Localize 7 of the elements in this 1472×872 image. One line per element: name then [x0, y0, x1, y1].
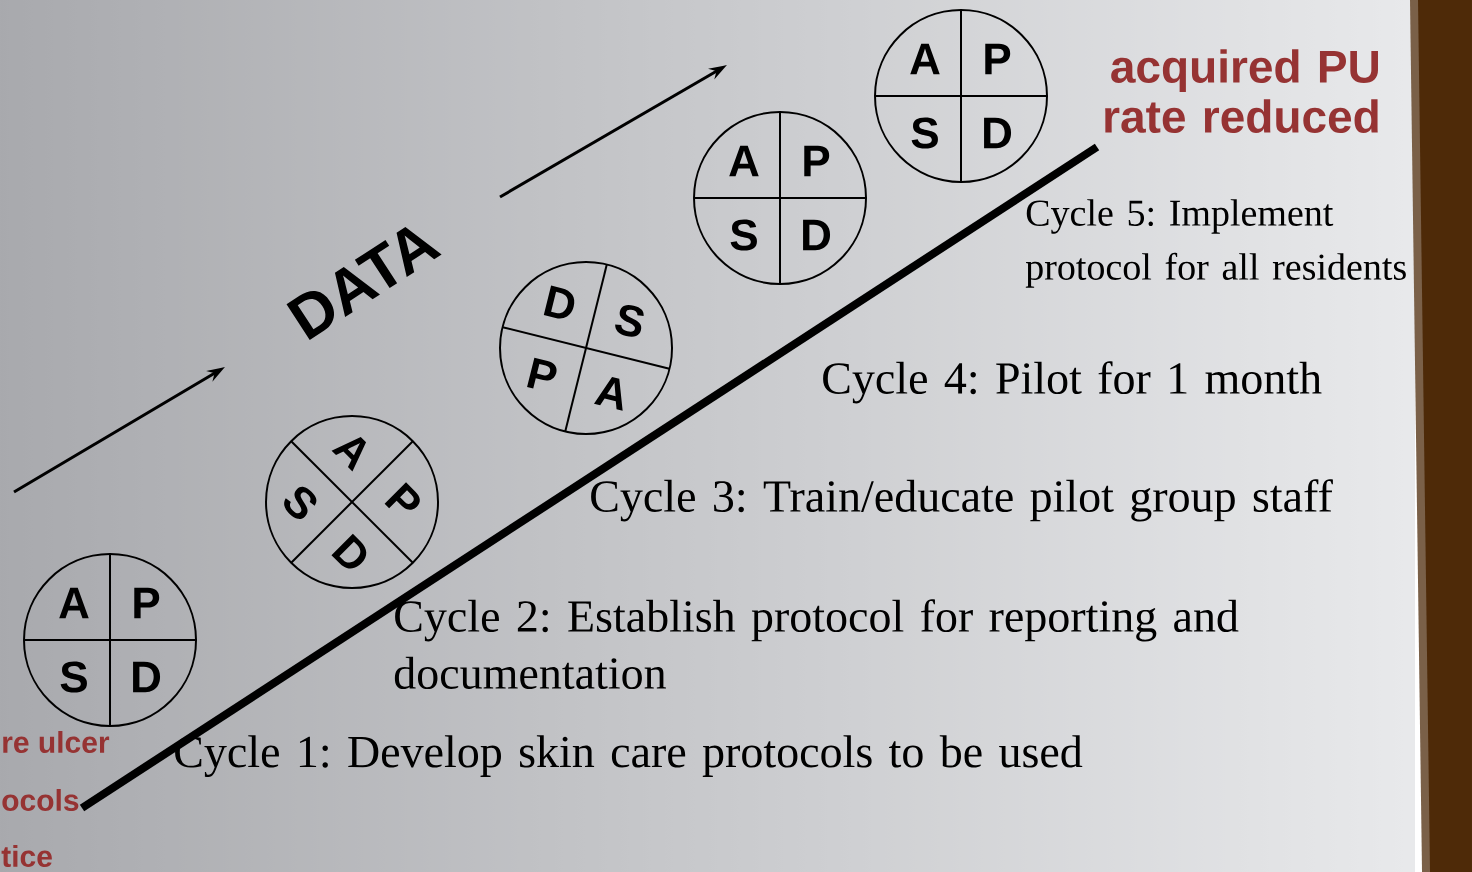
side-text: ocols — [2, 789, 79, 811]
cycle-label: Cycle 2: Establish protocol for reporting and documentation — [394, 599, 1239, 690]
corner-text: acquired PU rate reduced — [1105, 49, 1378, 133]
cycle-label: Cycle 4: Pilot for 1 month — [823, 361, 1322, 404]
cycle-label: Cycle 3: Train/educate pilot group staff — [591, 479, 1333, 522]
side-text: tice — [1, 845, 52, 867]
cycle-label: Cycle 5: Implement protocol for all residents — [1025, 199, 1406, 288]
